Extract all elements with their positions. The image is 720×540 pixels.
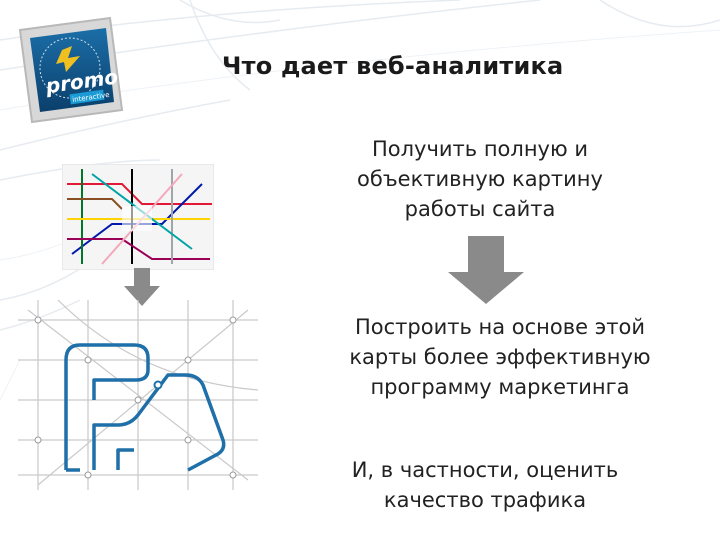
redrawn-metro-map-image (18, 300, 258, 490)
down-arrow-icon (124, 268, 160, 306)
point-2-line: Построить на основе этой (354, 315, 645, 339)
point-1-line: объективную картину (357, 167, 603, 191)
point-1-line: Получить полную и (372, 137, 588, 161)
down-arrow-icon (448, 236, 524, 304)
promo-logo-icon: promo interactive (18, 16, 124, 124)
point-3: И, в частности, оценить качество трафика (300, 455, 670, 515)
point-1-line: работы сайта (404, 197, 556, 221)
metro-map-image (62, 164, 214, 270)
point-3-line: И, в частности, оценить (351, 458, 619, 482)
point-3-line: качество трафика (383, 488, 587, 512)
point-1: Получить полную и объективную картину ра… (330, 134, 630, 224)
slide-title: Что дает веб-аналитика (222, 52, 564, 80)
point-2: Построить на основе этой карты более эфф… (300, 312, 700, 402)
point-2-line: программу маркетинга (370, 375, 630, 399)
point-2-line: карты более эффективную (349, 345, 651, 369)
